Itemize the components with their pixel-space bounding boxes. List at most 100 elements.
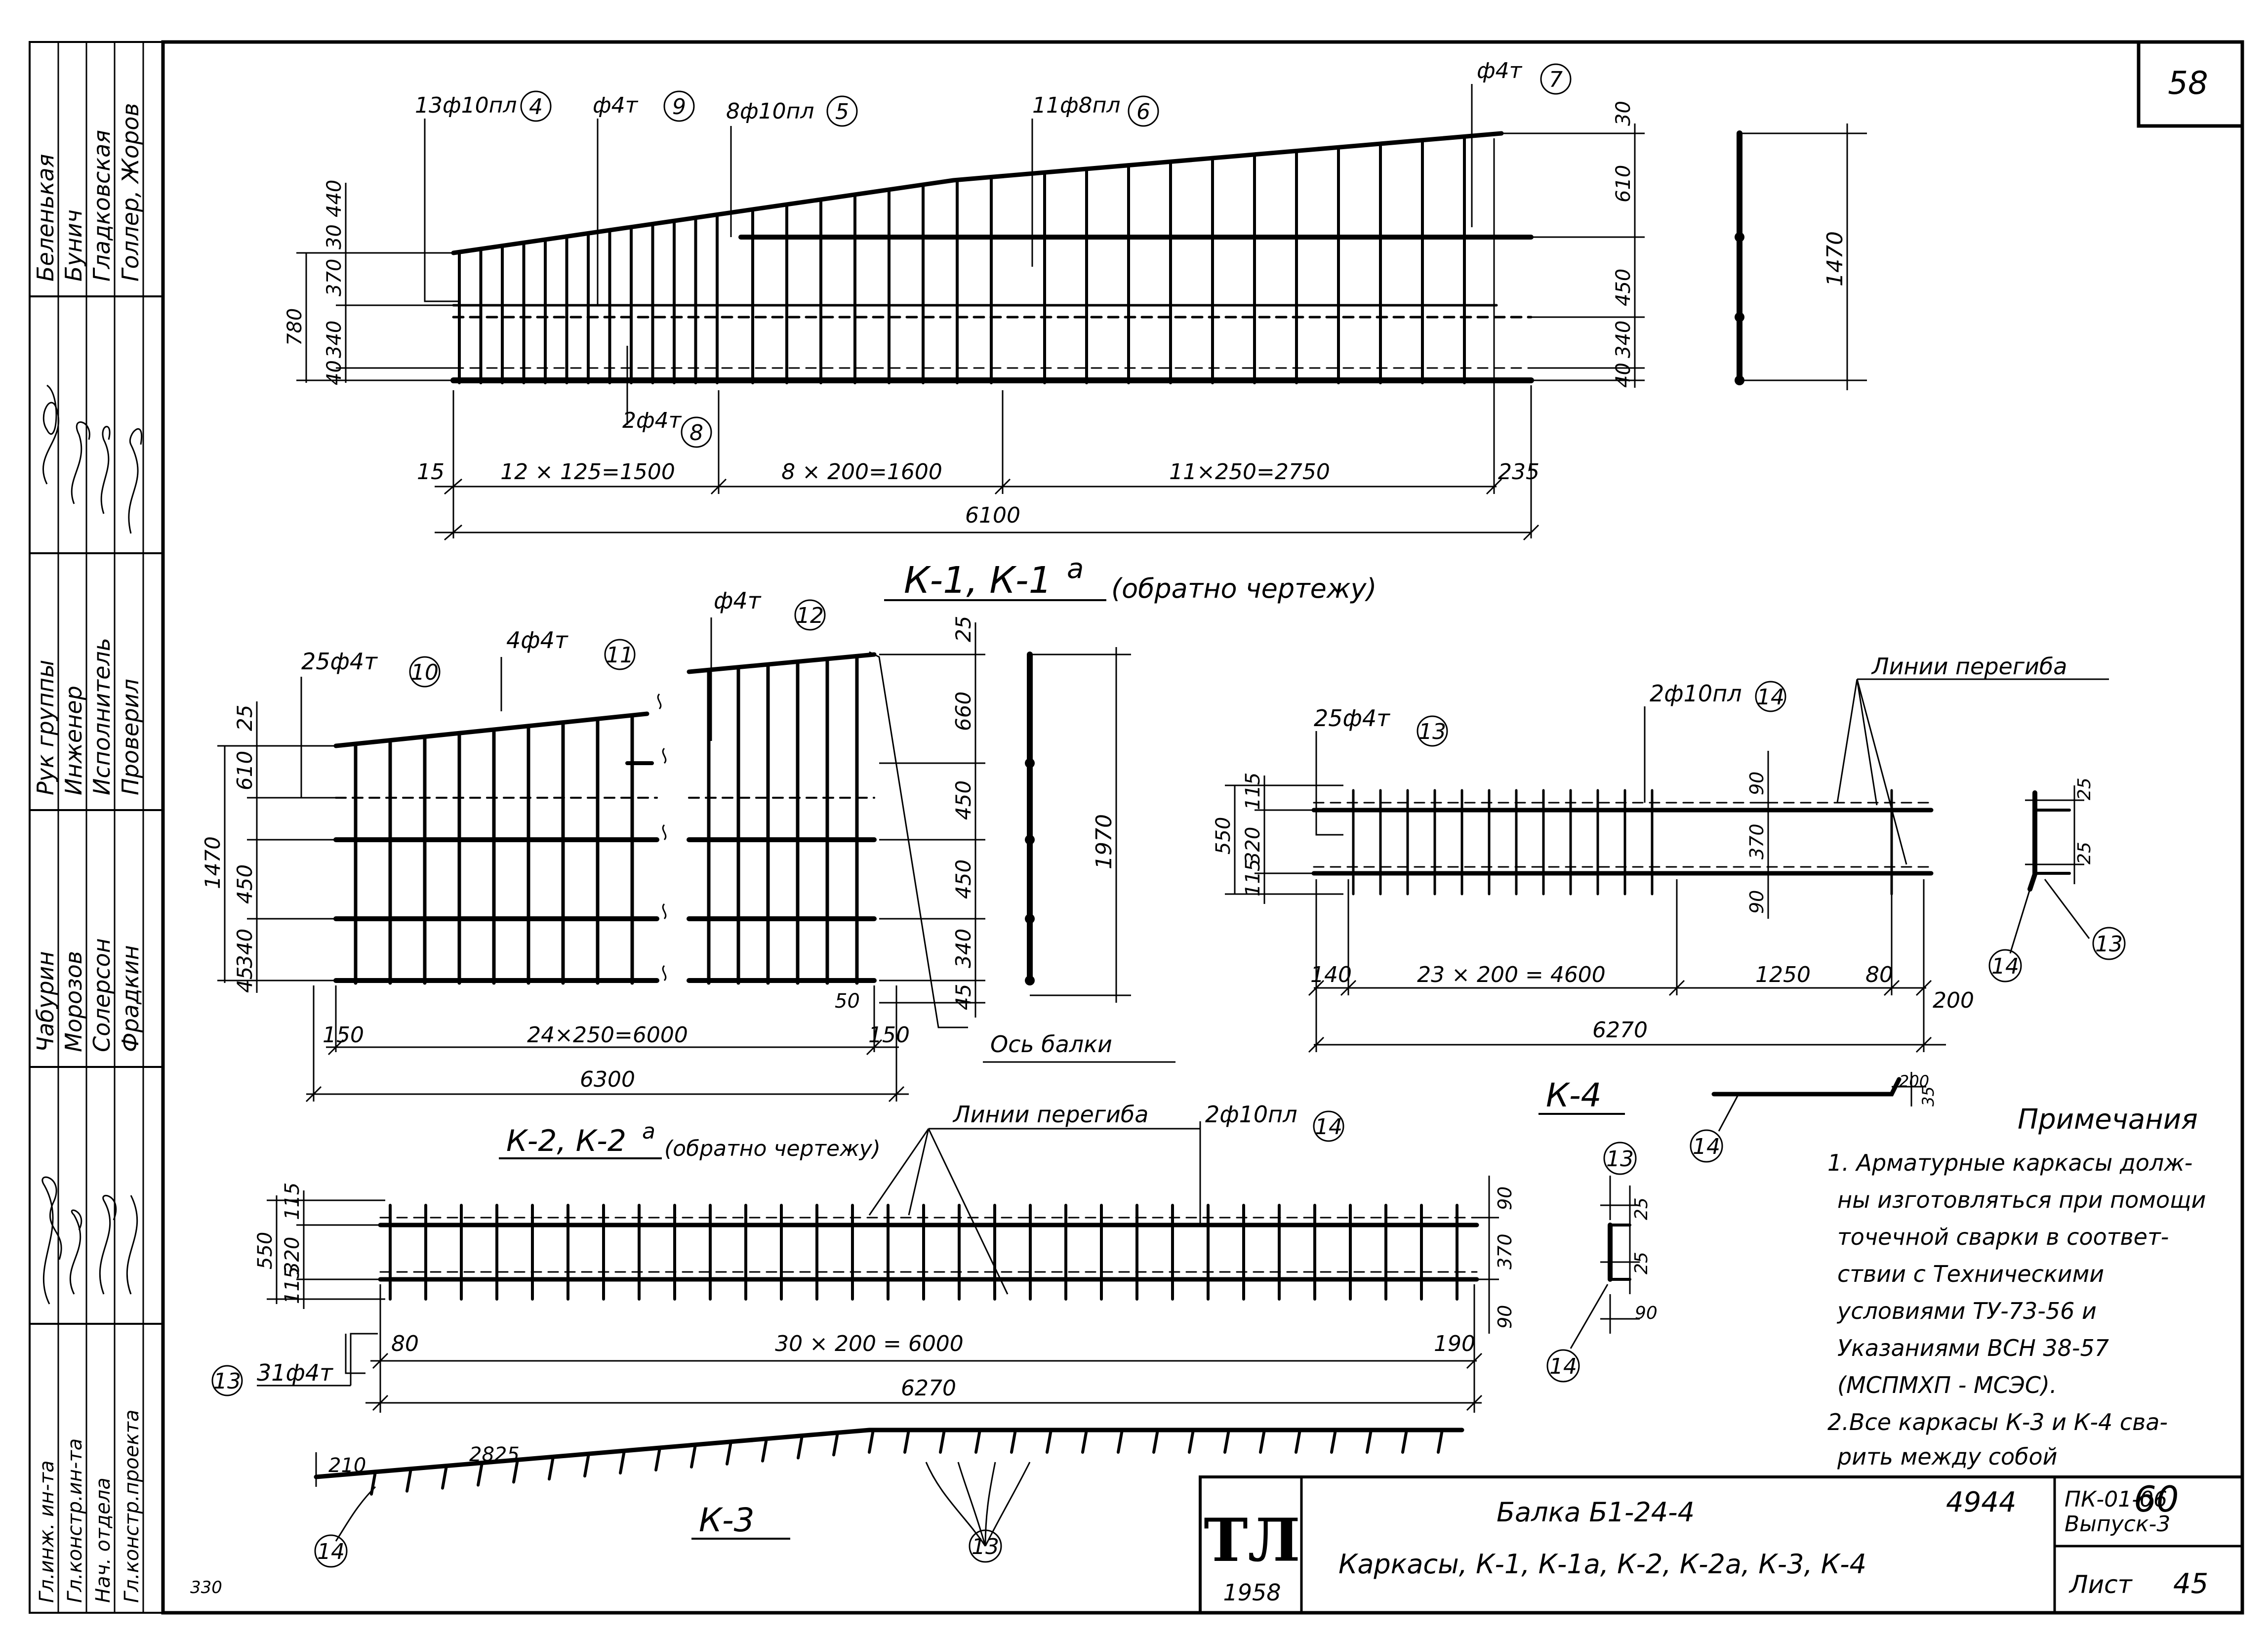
notes-line: (МСПМХП - МСЭС).	[1837, 1372, 2057, 1398]
k3-callout-num: 14	[1315, 1114, 1342, 1140]
stirrup-bar	[654, 1446, 661, 1472]
k2-callout-text: 25ф4т	[301, 648, 378, 675]
stirrup-bar	[548, 1455, 555, 1481]
k1-total: 6100	[965, 503, 1020, 528]
k4-stirrups	[1352, 789, 1893, 896]
k2-dim-left: 25	[233, 705, 257, 731]
stamp-role: Нач. отдела	[92, 1477, 115, 1603]
frame-k3: Линии перегиба 2ф10пл 31ф4т 14 13 550 11…	[211, 1101, 1658, 1568]
k3-dim: 80	[391, 1331, 419, 1356]
title-block: 4944 60 ТЛ 1958 Балка Б1-24-4 Каркасы, К…	[1199, 1475, 2244, 1614]
k1-dim-left: 780	[284, 308, 306, 346]
k3-dim: 190	[1434, 1331, 1475, 1356]
stamp-role: Гл.констр.проекта	[121, 1410, 143, 1603]
k3-sec-num: 14	[1549, 1354, 1577, 1379]
k2-dim-right: 660	[951, 692, 975, 731]
stirrup-bar	[405, 1467, 412, 1493]
k4-dim: 1250	[1755, 962, 1811, 987]
k2-callout-text: 4ф4т	[506, 627, 568, 654]
k2-title-sup: а	[642, 1119, 655, 1144]
stamp-name: Солерсон	[88, 938, 115, 1052]
stirrup-bar	[583, 1452, 590, 1478]
k3-total: 6270	[901, 1376, 956, 1401]
stirrup-bar	[868, 1429, 875, 1454]
notes-line: рить между собой	[1837, 1443, 2058, 1470]
stirrup-bar	[974, 1429, 981, 1454]
k1-callout-num: 4	[529, 94, 543, 120]
k1-section-height: 1470	[1822, 231, 1848, 286]
stirrup-bar	[477, 1461, 484, 1487]
stamp-role: Проверил	[117, 679, 144, 795]
signatures	[41, 384, 143, 1305]
k1-callout-text: 2ф4т	[622, 408, 682, 433]
stirrup-bar	[832, 1431, 839, 1457]
k1-dim-right: 610	[1612, 165, 1635, 203]
stirrup-bar	[1117, 1429, 1124, 1454]
stirrup-bar	[1259, 1429, 1266, 1454]
k3-dim: 30 × 200 = 6000	[775, 1331, 964, 1356]
stamp-name: Гладковская	[88, 130, 115, 282]
k3-dim-left: 320	[281, 1237, 304, 1274]
k4-sec-num: 13	[2095, 932, 2123, 957]
footnote: 330	[190, 1578, 222, 1597]
stirrup-bar	[619, 1449, 626, 1475]
k2-callout-num: 10	[411, 660, 439, 685]
k3-dim-right: 90	[1494, 1186, 1516, 1210]
k1-callout-num: 8	[689, 420, 703, 446]
k1-callout-text: ф4т	[1477, 58, 1523, 83]
notes-line: ствии с Техническими	[1837, 1261, 2104, 1287]
k4-bent-detail: 200 35 14	[1690, 1072, 1938, 1163]
stamp-logo: ТЛ	[1204, 1506, 1300, 1575]
k3-sec-dim: 90	[1635, 1303, 1658, 1323]
k1-dim: 12 × 125=1500	[500, 459, 675, 485]
k3-longitudinal-bars	[378, 1217, 1479, 1282]
stamp-name: Чабурин	[32, 951, 59, 1052]
k1-dim-right: 450	[1612, 269, 1635, 306]
stamp-name: Бунич	[60, 209, 87, 282]
k2-callout-num: 11	[606, 643, 634, 668]
notes-line: 1. Арматурные каркасы долж-	[1827, 1149, 2192, 1176]
stirrup-bar	[726, 1440, 732, 1466]
k4-sec-num: 14	[1991, 954, 2019, 979]
notes-line: точечной сварки в соответ-	[1837, 1224, 2169, 1250]
notes-line: Указаниями ВСН 38-57	[1837, 1335, 2109, 1361]
k1-callout-num: 6	[1136, 99, 1150, 124]
k1-stirrups	[458, 135, 1466, 384]
k2-section: 1970	[1025, 647, 1131, 1003]
k1-callout-text: ф4т	[593, 93, 639, 118]
k4-dim-left: 115	[1242, 859, 1264, 897]
k4-dim: 200	[1933, 988, 1974, 1013]
k1-title-sup: а	[1067, 553, 1084, 585]
stirrup-bar	[1188, 1429, 1195, 1454]
k1-dim-left: 340	[323, 321, 346, 358]
k4-callout-num: 13	[1418, 719, 1446, 744]
k3-sec-num: 13	[1606, 1146, 1634, 1172]
stamp-code-num: 60	[2134, 1478, 2179, 1520]
k1-dim: 15	[417, 459, 445, 485]
k3-dim-left: 115	[281, 1267, 304, 1304]
k4-detail-num: 14	[1693, 1134, 1720, 1159]
stirrup-bar	[761, 1437, 768, 1463]
stirrup-bar	[1330, 1429, 1337, 1454]
stirrup-bar	[1366, 1429, 1373, 1454]
k4-dim: 80	[1865, 962, 1893, 987]
k1-dim: 235	[1498, 459, 1539, 485]
k3-bend-label: Линии перегиба	[952, 1101, 1148, 1128]
k3-elevation: 210 2825 14 13	[314, 1428, 1464, 1568]
stamp-issue: Выпуск-3	[2065, 1512, 2170, 1537]
k2-extra-dim: 50	[835, 990, 860, 1013]
k4-dim: 140	[1310, 962, 1352, 987]
k2-title-note: (обратно чертежу)	[664, 1136, 881, 1161]
k4-detail-dim: 200	[1899, 1072, 1929, 1091]
k4-longitudinal-bars	[1311, 802, 1934, 876]
k1-dim-right: 340	[1612, 321, 1635, 358]
k2-dim-right: 340	[951, 929, 975, 968]
k3-sec-dim: 25	[1631, 1252, 1652, 1274]
k1-callout-num: 7	[1549, 67, 1563, 92]
k3-elev-num: 13	[972, 1534, 999, 1559]
k4-title: К-4	[1546, 1076, 1602, 1114]
stamp-name: Беленькая	[32, 154, 59, 282]
k3-callout-num: 13	[213, 1369, 241, 1394]
stirrup-bar	[690, 1443, 697, 1469]
